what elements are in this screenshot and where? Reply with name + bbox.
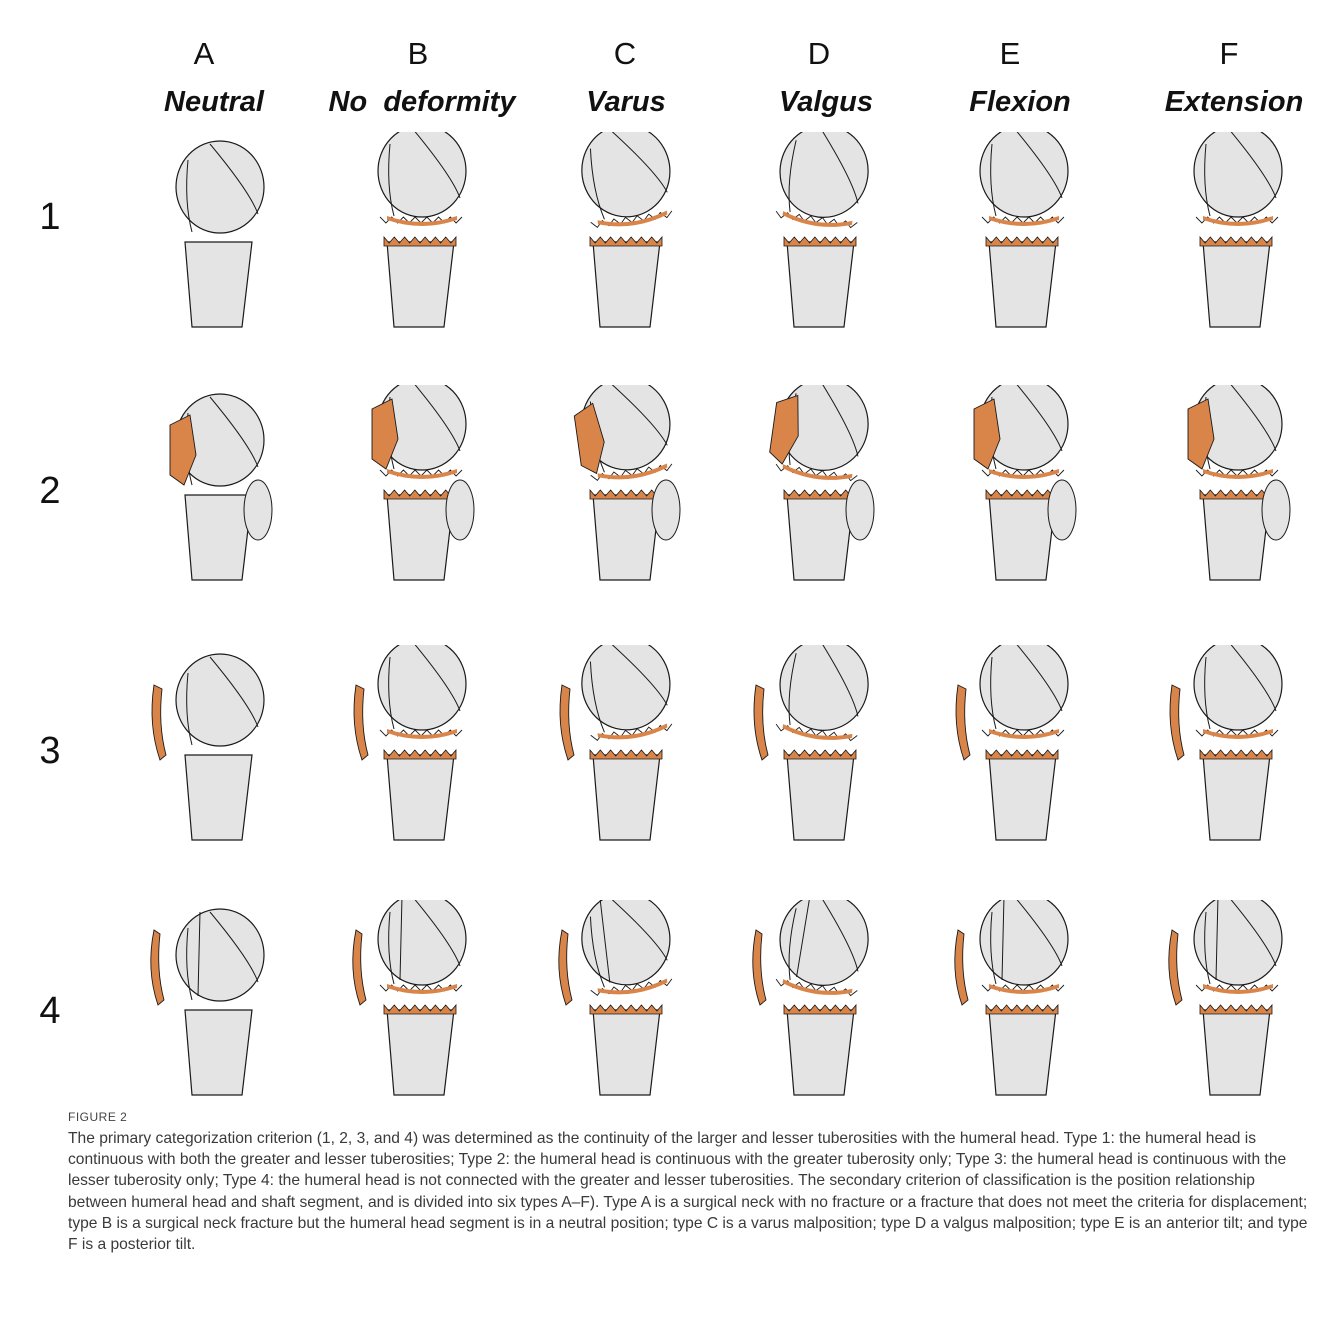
column-label-flexion: Flexion	[920, 86, 1120, 119]
column-letter-b: B	[358, 36, 478, 72]
row-number-3: 3	[30, 730, 70, 773]
column-label-valgus: Valgus	[726, 86, 926, 119]
humerus-illustration-2e	[944, 385, 1094, 585]
humerus-illustration-4c	[548, 900, 698, 1100]
column-label-extension: Extension	[1134, 86, 1331, 119]
humerus-illustration-2c	[548, 385, 698, 585]
humerus-illustration-1d	[742, 132, 892, 332]
humerus-illustration-1c	[548, 132, 698, 332]
column-letter-c: C	[565, 36, 685, 72]
humerus-illustration-3e	[944, 645, 1094, 845]
humerus-illustration-4d	[742, 900, 892, 1100]
figure-caption: FIGURE 2 The primary categorization crit…	[68, 1110, 1308, 1255]
column-letter-f: F	[1169, 36, 1289, 72]
row-number-1: 1	[30, 196, 70, 239]
column-label-neutral: Neutral	[114, 86, 314, 119]
humerus-illustration-1f	[1158, 132, 1308, 332]
humerus-illustration-3a	[140, 645, 290, 845]
humerus-illustration-3c	[548, 645, 698, 845]
humerus-illustration-3b	[342, 645, 492, 845]
column-letter-d: D	[759, 36, 879, 72]
row-number-2: 2	[30, 470, 70, 513]
humerus-illustration-1e	[944, 132, 1094, 332]
humerus-illustration-4f	[1158, 900, 1308, 1100]
humerus-illustration-3d	[742, 645, 892, 845]
humerus-illustration-2f	[1158, 385, 1308, 585]
column-label-varus: Varus	[526, 86, 726, 119]
humerus-illustration-4b	[342, 900, 492, 1100]
humerus-illustration-1b	[342, 132, 492, 332]
figure-panel: A B C D E F Neutral No deformity Varus V…	[0, 0, 1331, 1100]
row-number-4: 4	[30, 990, 70, 1033]
figure-label: FIGURE 2	[68, 1110, 1308, 1124]
column-letter-a: A	[144, 36, 264, 72]
humerus-illustration-3f	[1158, 645, 1308, 845]
humerus-illustration-1a	[140, 132, 290, 332]
humerus-illustration-2d	[742, 385, 892, 585]
humerus-illustration-4a	[140, 900, 290, 1100]
humerus-illustration-2a	[140, 385, 290, 585]
humerus-illustration-4e	[944, 900, 1094, 1100]
humerus-illustration-2b	[342, 385, 492, 585]
column-letter-e: E	[950, 36, 1070, 72]
caption-text: The primary categorization criterion (1,…	[68, 1128, 1308, 1255]
column-label-no-deformity: No deformity	[322, 86, 522, 119]
